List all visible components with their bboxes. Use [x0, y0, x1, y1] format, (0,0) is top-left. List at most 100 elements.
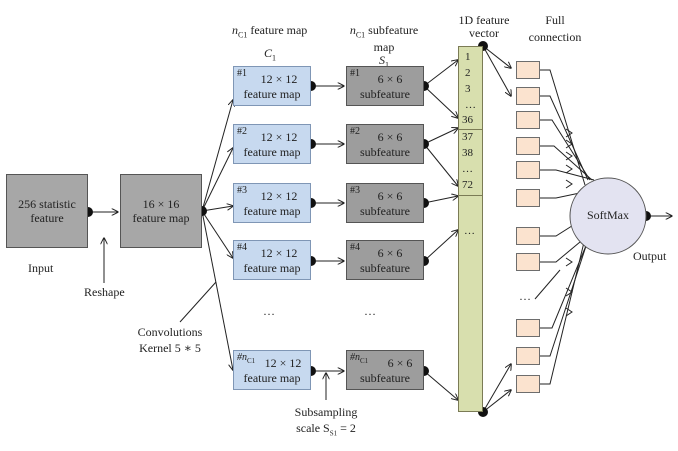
subfeature-size: 6 × 6 — [377, 72, 403, 86]
c1-layer-sub: 1 — [272, 53, 277, 63]
input-box: 256 statistic feature — [6, 174, 88, 248]
vector-title-line2: vector — [469, 26, 499, 40]
feature-map-size: 12 × 12 — [260, 189, 298, 203]
softmax-node — [569, 177, 647, 255]
s1-header-n: n — [349, 23, 356, 37]
feature-map-size: 12 × 12 — [260, 246, 298, 260]
subfeature-2: #2 6 × 6 subfeature — [346, 124, 424, 164]
fc-neuron — [516, 227, 540, 245]
vector-entry: … — [464, 225, 475, 237]
vector-entry: 3 — [465, 83, 471, 95]
subfeature-index: #1 — [350, 68, 360, 79]
vector-entry: 37 — [462, 131, 473, 143]
subfeature-index-sub: C1 — [360, 357, 369, 365]
s1-header-sub: C1 — [355, 30, 366, 40]
convolution-line1: Convolutions — [137, 325, 203, 339]
c1-layer-letter: C — [264, 46, 273, 60]
feature-map-index: #4 — [237, 242, 247, 253]
c1-header-sub: C1 — [238, 30, 248, 40]
feature-map-size: 12 × 12 — [260, 72, 298, 86]
subfeature-index-n: #n — [350, 352, 360, 363]
map16-box: 16 × 16 feature map — [120, 174, 202, 248]
fc-neuron — [516, 347, 540, 365]
feature-map-3: #3 12 × 12 feature map — [233, 183, 311, 223]
vector-entry: … — [465, 99, 476, 111]
vector-entry: 72 — [462, 179, 473, 191]
c1-header: nC1 feature map — [232, 24, 307, 41]
map16-label: 16 × 16 feature map — [132, 197, 190, 225]
fc-neuron — [516, 161, 540, 179]
edge-map16-to-c1-4 — [201, 210, 233, 258]
subfeature-index: #3 — [350, 185, 360, 196]
feature-map-index: #3 — [237, 185, 247, 196]
convolution-pointer — [179, 281, 217, 323]
softmax-label: SoftMax — [587, 208, 629, 222]
fc-ellipsis: … — [519, 289, 531, 303]
vector-entry: 38 — [462, 147, 473, 159]
subfeature-1: #1 6 × 6 subfeature — [346, 66, 424, 106]
vector-entry: 2 — [465, 67, 471, 79]
fc-neuron — [516, 189, 540, 207]
feature-map-caption: feature map — [243, 261, 301, 275]
subfeature-size: 6 × 6 — [387, 356, 413, 370]
input-box-label: 256 statistic feature — [18, 197, 76, 225]
feature-map-index: #2 — [237, 126, 247, 137]
feature-map-size: 12 × 12 — [260, 130, 298, 144]
fc-neuron — [516, 87, 540, 105]
s1-layer-sub: 1 — [385, 61, 389, 70]
c1-layer-label: C1 — [264, 47, 276, 64]
subfeature-caption: subfeature — [360, 261, 410, 275]
feature-vector: 1 2 3 … 36 37 38 … 72 … — [458, 46, 483, 412]
vector-segment-1: 1 2 3 … 36 — [459, 47, 482, 130]
c1-header-n: n — [232, 23, 238, 37]
vector-entry: 36 — [462, 114, 473, 126]
subsampling-label: Subsampling scale SS1 = 2 — [276, 406, 376, 440]
feature-map-index: #nC1 — [237, 352, 255, 367]
subfeature-3: #3 6 × 6 subfeature — [346, 183, 424, 223]
fc-neuron — [516, 375, 540, 393]
full-connection-line1: Full — [545, 13, 565, 27]
fc-neuron — [516, 319, 540, 337]
feature-map-index: #1 — [237, 68, 247, 79]
edge-map16-to-c1-2 — [201, 148, 233, 212]
feature-map-1: #1 12 × 12 feature map — [233, 66, 311, 106]
subfeature-index: #2 — [350, 126, 360, 137]
vector-segment-2: 37 38 … 72 — [459, 129, 482, 196]
fc-neuron — [516, 61, 540, 79]
subfeature-caption: subfeature — [360, 204, 410, 218]
feature-map-caption: feature map — [243, 371, 301, 385]
subfeature-size: 6 × 6 — [377, 189, 403, 203]
convolution-line2: Kernel 5 ∗ 5 — [139, 341, 201, 355]
feature-map-index-n: #n — [237, 352, 247, 363]
subfeature-size: 6 × 6 — [377, 130, 403, 144]
vector-title-line1: 1D feature — [458, 13, 510, 27]
subsampling-tail: = 2 — [337, 421, 356, 435]
vector-title: 1D feature vector — [438, 14, 530, 40]
convolution-label: Convolutions Kernel 5 ∗ 5 — [124, 326, 216, 355]
feature-map-2: #2 12 × 12 feature map — [233, 124, 311, 164]
edge-map16-to-c1-1 — [201, 100, 233, 212]
full-connection-title: Full connection — [512, 14, 598, 44]
feature-map-size: 12 × 12 — [264, 356, 302, 370]
output-label: Output — [633, 249, 667, 263]
edge-map16-to-c1-3 — [201, 206, 233, 212]
feature-map-ellipsis: … — [263, 304, 275, 318]
reshape-label: Reshape — [84, 285, 125, 299]
feature-map-index-sub: C1 — [247, 357, 256, 365]
subfeature-caption: subfeature — [360, 371, 410, 385]
edge-map16-to-c1-n — [201, 210, 233, 370]
full-connection-line2: connection — [528, 30, 582, 44]
subfeature-caption: subfeature — [360, 145, 410, 159]
subsampling-line2: scale S — [296, 421, 330, 435]
feature-map-caption: feature map — [243, 204, 301, 218]
subfeature-4: #4 6 × 6 subfeature — [346, 240, 424, 280]
fc-neuron — [516, 111, 540, 129]
feature-map-caption: feature map — [243, 145, 301, 159]
feature-map-4: #4 12 × 12 feature map — [233, 240, 311, 280]
subfeature-n: #nC1 6 × 6 subfeature — [346, 350, 424, 390]
subfeature-size: 6 × 6 — [377, 246, 403, 260]
vector-entry: … — [462, 163, 473, 175]
s1-header: nC1 subfeature map S1 — [340, 24, 428, 72]
